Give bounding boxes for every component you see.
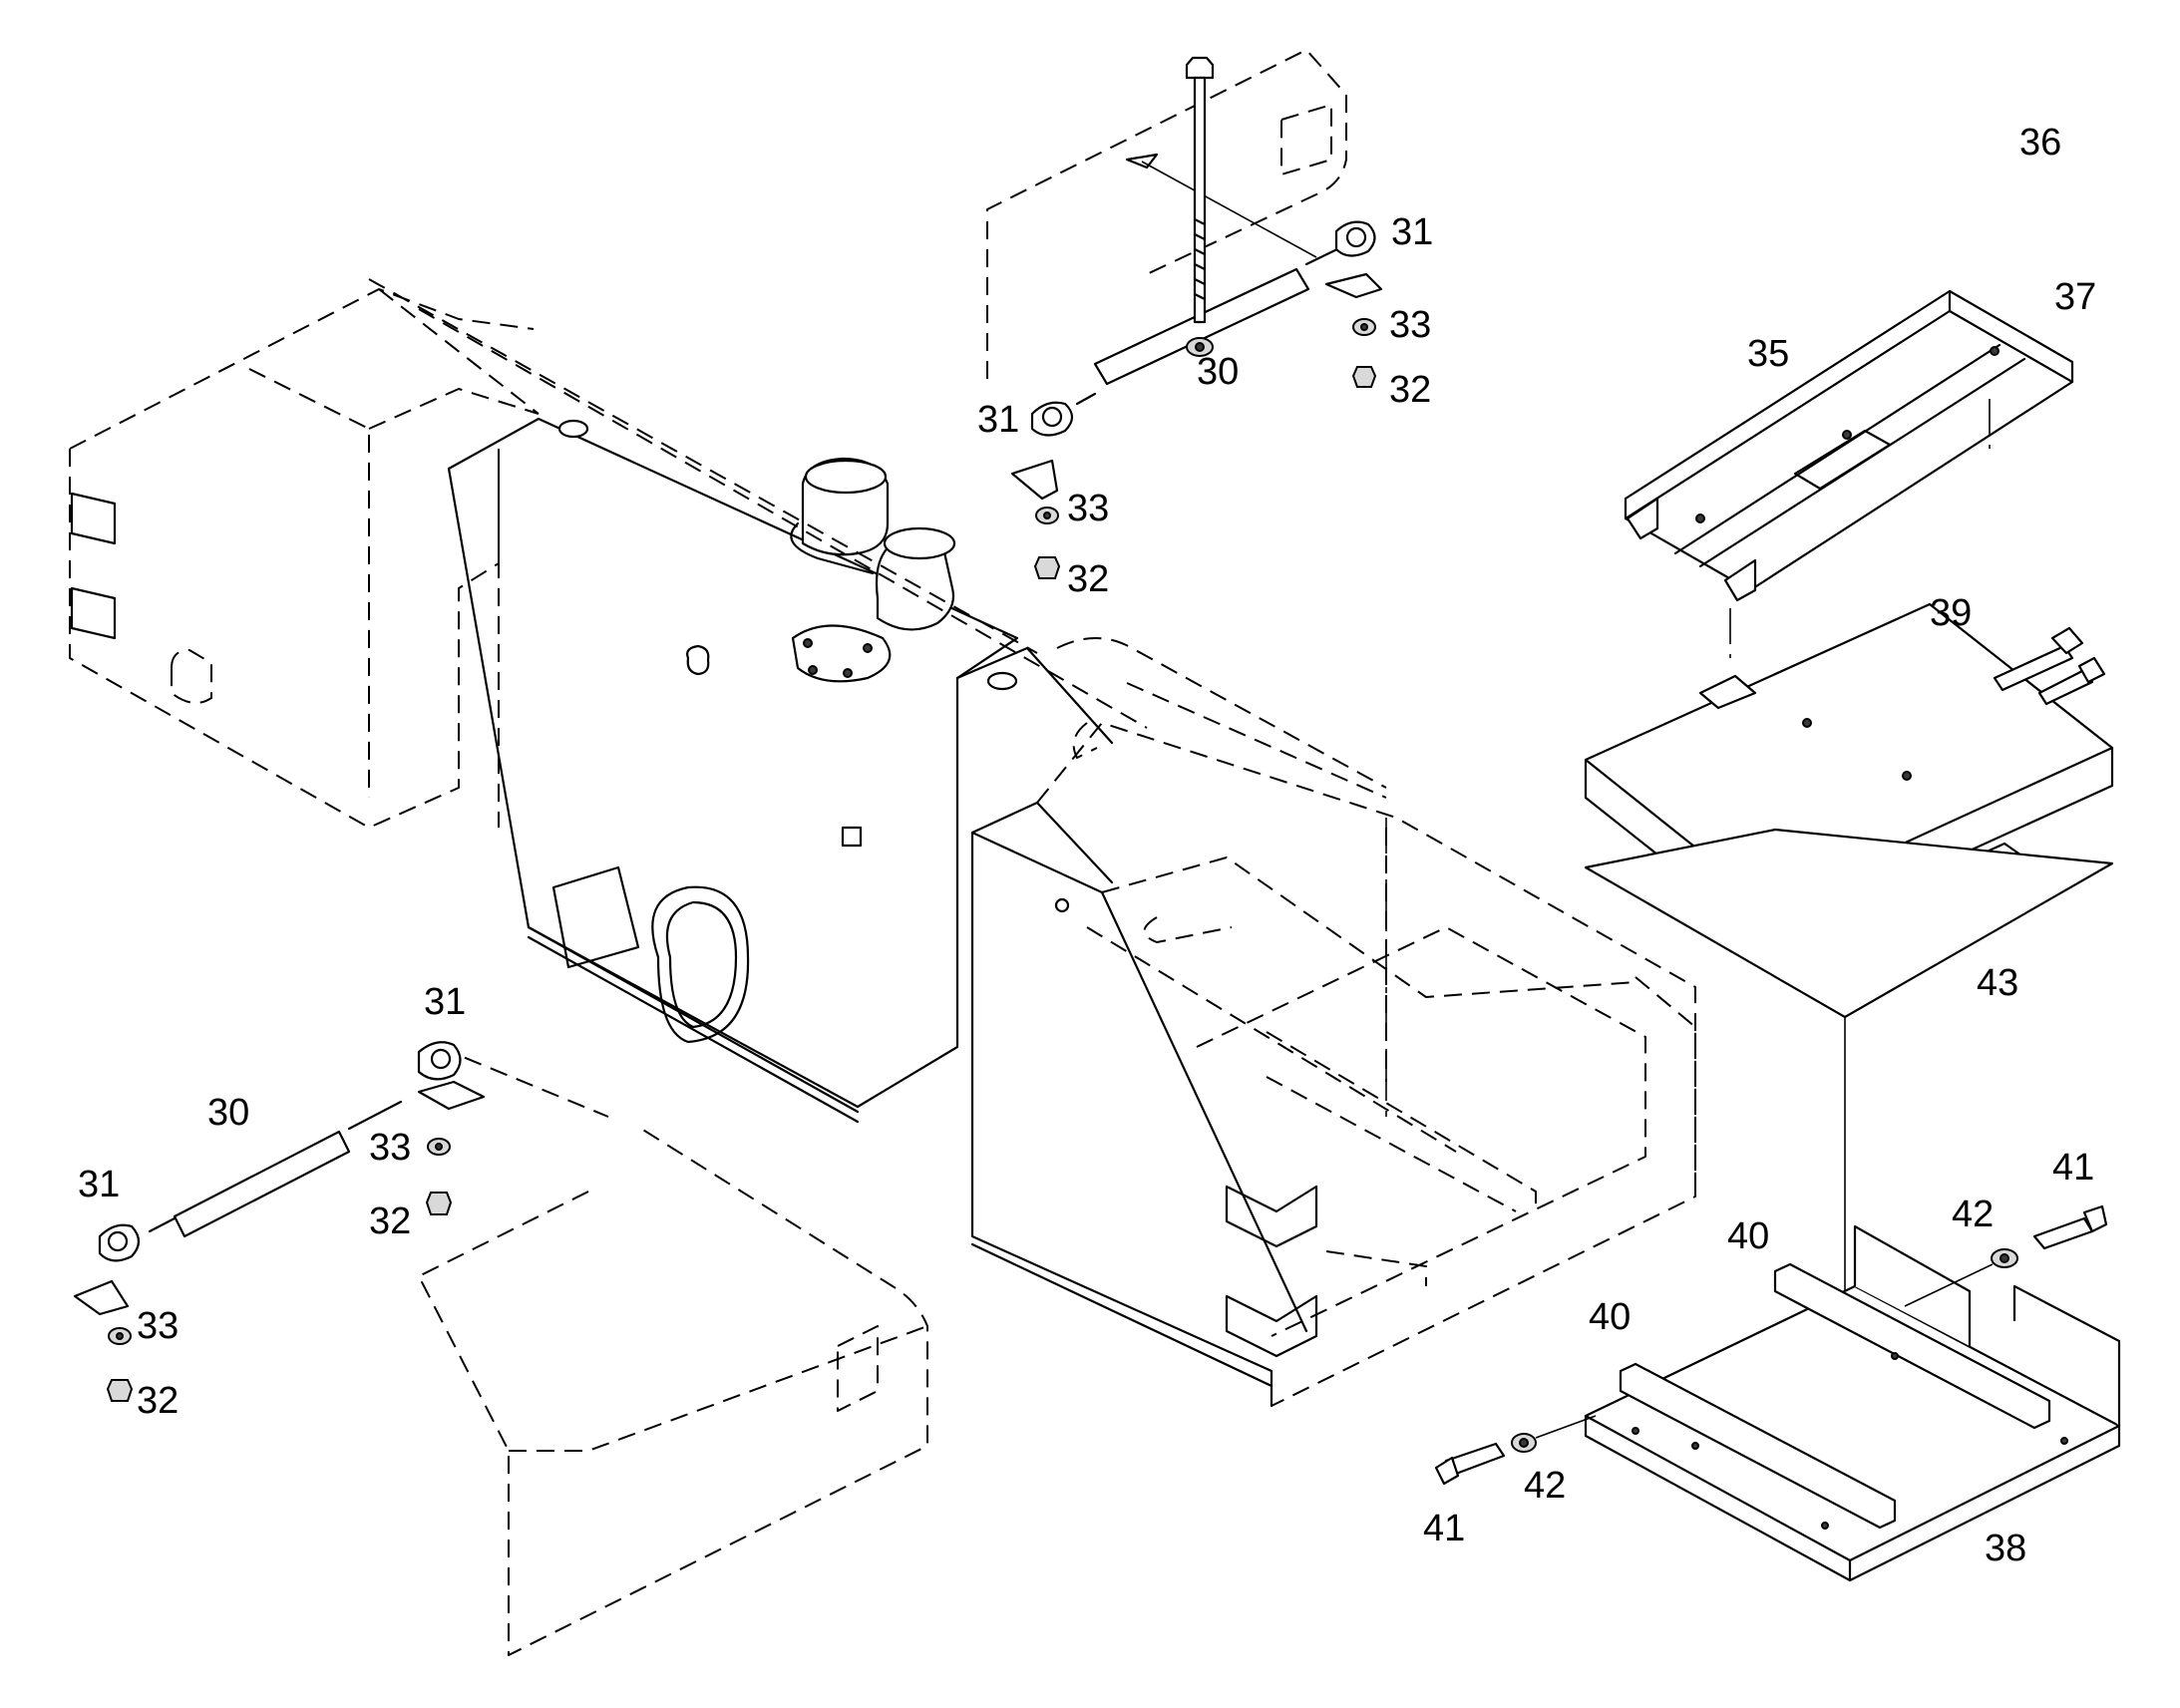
callout-low-31-lower: 31 [78, 1164, 120, 1205]
callout-low-33-upper: 33 [369, 1127, 411, 1169]
callout-top-32-right: 32 [1389, 369, 1431, 411]
callout-frame-35: 35 [1747, 333, 1789, 375]
upper-gas-strut-assembly [1010, 220, 1383, 579]
callout-low-32-lower: 32 [137, 1380, 179, 1422]
callout-low-33-lower: 33 [137, 1305, 179, 1347]
callout-top-30: 30 [1197, 351, 1239, 393]
callout-low-30: 30 [207, 1092, 249, 1134]
tray-assembly-38 [1434, 1204, 2121, 1582]
callout-labels: 31 33 32 30 31 33 32 36 37 35 39 43 31 3… [78, 122, 2096, 1569]
callout-washer-37: 37 [2054, 276, 2096, 318]
callout-washer-42-left: 42 [1524, 1465, 1566, 1507]
lower-gas-strut-assembly [73, 1041, 486, 1402]
battery-box-housing [970, 722, 1696, 1408]
callout-bar-40-lower: 40 [1589, 1296, 1631, 1338]
fuel-tank-housing [69, 288, 1114, 1124]
callout-bolt-41-right: 41 [2052, 1147, 2094, 1189]
lower-hood-panel [418, 1046, 928, 1656]
callout-bar-40-upper: 40 [1727, 1215, 1769, 1257]
callout-top-31-right: 31 [1391, 211, 1433, 253]
callout-top-31-left: 31 [977, 399, 1019, 441]
callout-top-33-left: 33 [1067, 488, 1109, 529]
long-bolt-36 [1185, 56, 1215, 357]
callout-tray-38: 38 [1985, 1528, 2026, 1569]
callout-washer-42-right: 42 [1952, 1194, 1994, 1235]
support-frame-35 [1624, 289, 2074, 658]
callout-low-32-upper: 32 [369, 1200, 411, 1242]
callout-bolt-36: 36 [2019, 122, 2061, 164]
callout-low-31-upper: 31 [424, 981, 466, 1023]
callout-plate-39: 39 [1930, 592, 1972, 634]
callout-top-32-left: 32 [1067, 558, 1109, 600]
callout-bolt-41-left: 41 [1423, 1508, 1465, 1549]
callout-top-33-right: 33 [1389, 304, 1431, 346]
callout-sheet-43: 43 [1977, 962, 2018, 1004]
rear-hood-panel [986, 49, 1347, 379]
